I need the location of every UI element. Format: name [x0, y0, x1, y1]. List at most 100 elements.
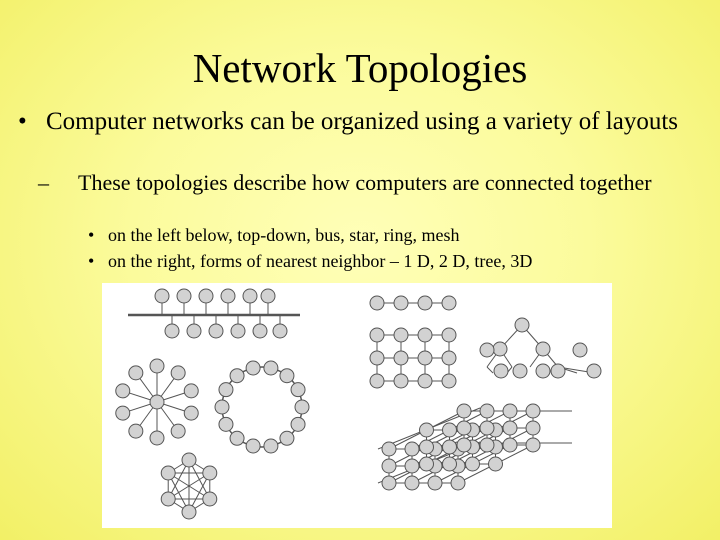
node	[535, 363, 551, 379]
node	[186, 323, 202, 339]
node	[279, 430, 295, 446]
node	[183, 405, 199, 421]
node	[535, 341, 551, 357]
bus-topology	[128, 288, 300, 339]
node	[441, 327, 457, 343]
node	[230, 323, 246, 339]
node	[160, 465, 176, 481]
node	[128, 423, 144, 439]
topology-figure	[102, 283, 612, 528]
node	[181, 504, 197, 520]
node	[525, 420, 541, 436]
node	[294, 399, 310, 415]
node	[450, 475, 466, 491]
node	[149, 394, 165, 410]
node	[369, 295, 385, 311]
node	[208, 323, 224, 339]
node	[456, 403, 472, 419]
node	[252, 323, 268, 339]
slide-title: Network Topologies	[192, 45, 528, 91]
node	[512, 363, 528, 379]
node	[214, 399, 230, 415]
node	[419, 456, 434, 472]
node	[160, 491, 176, 507]
node	[502, 420, 518, 436]
mesh-topology	[160, 452, 218, 520]
topology-diagrams	[115, 288, 602, 520]
node	[393, 350, 409, 366]
node	[170, 365, 186, 381]
bullet-text: on the right, forms of nearest neighbor …	[108, 251, 533, 271]
node	[229, 430, 245, 446]
node	[245, 438, 261, 454]
node	[218, 382, 234, 398]
node	[369, 373, 385, 389]
node	[441, 373, 457, 389]
node	[525, 437, 541, 453]
node	[488, 456, 503, 472]
node	[502, 403, 518, 419]
node	[369, 350, 385, 366]
node	[381, 475, 397, 491]
node	[260, 288, 276, 304]
node	[465, 456, 480, 472]
one-d-topology	[369, 295, 457, 311]
bullet-marker: •	[88, 251, 95, 271]
node	[393, 373, 409, 389]
two-d-topology	[369, 327, 457, 389]
node	[183, 383, 199, 399]
node	[492, 341, 508, 357]
bullet-marker: •	[18, 108, 27, 135]
node	[242, 288, 258, 304]
node	[290, 382, 306, 398]
node	[164, 323, 180, 339]
node	[441, 295, 457, 311]
node	[404, 458, 420, 474]
node	[417, 373, 433, 389]
bullet-marker: •	[88, 225, 95, 245]
node	[586, 363, 602, 379]
node	[442, 439, 457, 455]
node	[202, 465, 218, 481]
node	[115, 383, 131, 399]
node	[417, 350, 433, 366]
node	[393, 327, 409, 343]
node	[220, 288, 236, 304]
node	[381, 458, 397, 474]
node	[176, 288, 192, 304]
node	[229, 368, 245, 384]
node	[128, 365, 144, 381]
node	[442, 422, 457, 438]
node	[442, 456, 457, 472]
node	[479, 342, 495, 358]
bullet-text: These topologies describe how computers …	[78, 170, 652, 195]
node	[198, 288, 214, 304]
node	[263, 438, 279, 454]
node	[441, 350, 457, 366]
link	[486, 366, 494, 374]
bullet-text: on the left below, top-down, bus, star, …	[108, 225, 460, 245]
node	[245, 360, 261, 376]
node	[419, 422, 434, 438]
node	[419, 439, 434, 455]
node	[279, 368, 295, 384]
node	[369, 327, 385, 343]
node	[417, 327, 433, 343]
node	[417, 295, 433, 311]
tree-topology	[479, 317, 602, 379]
node	[181, 452, 197, 468]
node	[149, 358, 165, 374]
node	[218, 416, 234, 432]
node	[514, 317, 530, 333]
node	[502, 437, 518, 453]
node	[202, 491, 218, 507]
node	[525, 403, 541, 419]
node	[456, 420, 472, 436]
node	[404, 475, 420, 491]
node	[479, 420, 495, 436]
star-topology	[115, 358, 199, 446]
node	[263, 360, 279, 376]
node	[272, 323, 288, 339]
three-d-topology	[377, 403, 572, 491]
